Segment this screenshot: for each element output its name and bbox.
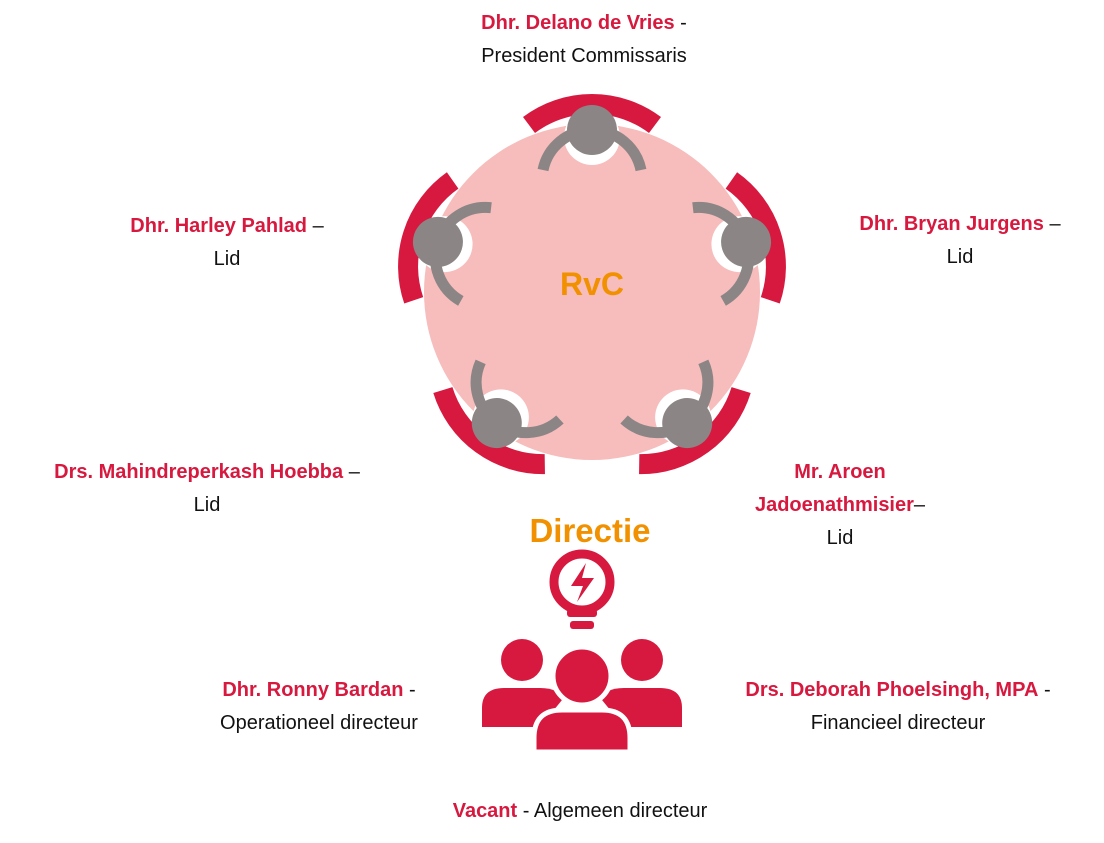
member-name: Drs. Deborah Phoelsingh, MPA [745, 679, 1039, 701]
directie-title: Directie [529, 512, 651, 549]
seat-upper-right [692, 172, 786, 306]
directie-member-general: Vacant - Algemeen directeur [380, 795, 780, 828]
member-role: President Commissaris [481, 45, 687, 67]
member-role: Lid [193, 494, 221, 516]
member-name: Drs. Mahindreperkash Hoebba [54, 461, 344, 483]
member-separator: – [307, 215, 324, 237]
directie-member-operational: Dhr. Ronny Bardan - Operationeel directe… [164, 674, 474, 740]
member-separator: - [674, 12, 687, 34]
member-name: Vacant [452, 800, 518, 822]
rvc-member-upper-left: Dhr. Harley Pahlad – Lid [92, 210, 362, 276]
member-separator: – [913, 494, 926, 516]
member-role: Lid [213, 248, 241, 270]
rvc-member-president: Dhr. Delano de Vries - President Commiss… [434, 7, 734, 73]
member-name: Mr. Aroen [794, 461, 886, 483]
rvc-member-lower-right: Mr. Aroen Jadoenathmisier– Lid [730, 456, 950, 555]
member-role: Operationeel directeur [220, 712, 418, 734]
rvc-table [424, 124, 760, 460]
member-name-cont: Jadoenathmisier [754, 494, 914, 516]
lightbulb-icon [549, 549, 615, 629]
member-role: Lid [826, 527, 854, 549]
member-role: - Algemeen directeur [517, 800, 708, 822]
seat-lower-right [620, 359, 751, 475]
member-name: Dhr. Delano de Vries [481, 12, 675, 34]
member-separator: - [1038, 679, 1051, 701]
member-name: Dhr. Bryan Jurgens [859, 213, 1044, 235]
member-role: Lid [946, 246, 974, 268]
directie-member-financial: Drs. Deborah Phoelsingh, MPA - Financiee… [698, 674, 1098, 740]
seat-upper-left [398, 172, 492, 306]
team-icon [482, 639, 682, 755]
seat-lower-left [433, 359, 564, 475]
member-separator: – [343, 461, 360, 483]
member-name: Dhr. Harley Pahlad [130, 215, 308, 237]
member-role: Financieel directeur [810, 712, 986, 734]
seat-top [523, 94, 661, 172]
member-separator: - [403, 679, 416, 701]
rvc-member-lower-left: Drs. Mahindreperkash Hoebba – Lid [4, 456, 410, 522]
member-name: Dhr. Ronny Bardan [222, 679, 404, 701]
member-separator: – [1043, 213, 1061, 235]
rvc-title: RvC [559, 266, 624, 302]
rvc-member-upper-right: Dhr. Bryan Jurgens – Lid [830, 208, 1090, 274]
